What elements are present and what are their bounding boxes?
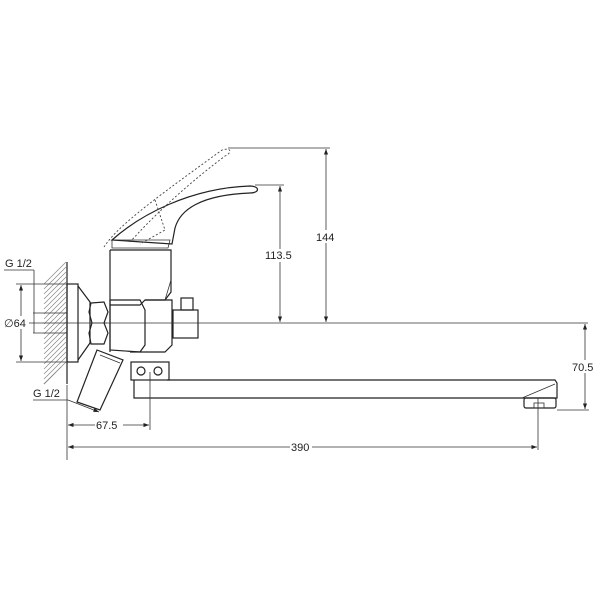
dimension-70-5: 70.5 bbox=[557, 324, 598, 411]
spout bbox=[167, 379, 558, 409]
hatch-line bbox=[43, 306, 67, 330]
hatch-line bbox=[43, 341, 67, 365]
dimension-label-diameter-64: ∅64 bbox=[4, 318, 26, 330]
faucet-body bbox=[109, 239, 199, 353]
hatch-line bbox=[43, 336, 67, 360]
hatch-line bbox=[43, 261, 67, 285]
thread-label-top: G 1/2 bbox=[5, 258, 32, 270]
thread-callout-bottom: G 1/2 bbox=[33, 388, 100, 413]
dimension-label-113-5: 113.5 bbox=[265, 250, 292, 262]
hatch-line bbox=[43, 356, 67, 380]
hatch-line bbox=[43, 296, 67, 320]
dimension-label-67-5: 67.5 bbox=[96, 420, 117, 432]
hatch-line bbox=[43, 281, 67, 305]
dimension-label-144: 144 bbox=[316, 232, 334, 244]
thread-label-bottom: G 1/2 bbox=[33, 388, 60, 400]
hatch-line bbox=[43, 271, 67, 295]
dimension-390: 390 bbox=[66, 385, 539, 460]
dimension-label-390: 390 bbox=[291, 442, 309, 454]
lever-handle bbox=[103, 148, 259, 248]
dimension-113-5: 113.5 bbox=[255, 184, 296, 322]
hatch-line bbox=[43, 351, 67, 375]
dimension-diameter-64: ∅64 bbox=[3, 283, 67, 363]
hatch-line bbox=[43, 331, 67, 355]
hatch-line bbox=[43, 276, 67, 300]
hatch-line bbox=[43, 291, 67, 315]
inlet-pipe bbox=[76, 349, 124, 411]
hatch-line bbox=[43, 381, 47, 385]
hatch-line bbox=[43, 286, 67, 310]
hatch-line bbox=[43, 266, 67, 290]
hatch-line bbox=[43, 316, 67, 340]
dimension-label-70-5: 70.5 bbox=[572, 362, 593, 374]
hatch-line bbox=[43, 326, 67, 350]
dimension-144: 144 bbox=[228, 147, 338, 322]
thread-callout-top: G 1/2 bbox=[4, 258, 67, 334]
hatch-line bbox=[43, 346, 67, 370]
dimension-67-5: 67.5 bbox=[68, 372, 151, 432]
